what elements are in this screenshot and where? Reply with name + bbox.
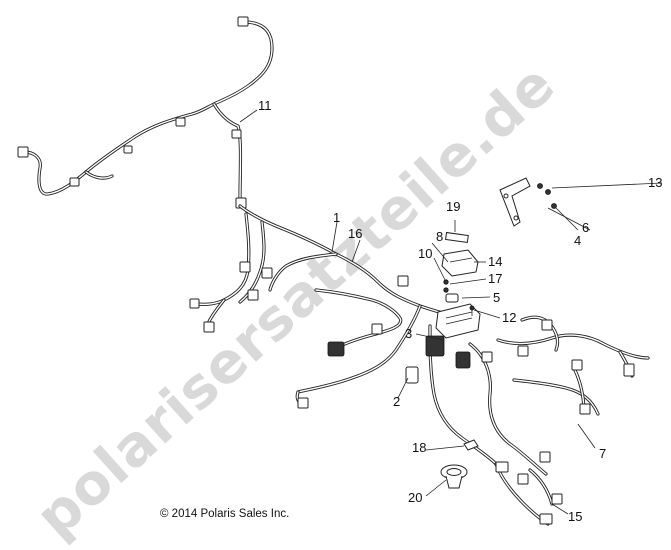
callout-15: 15 <box>568 509 582 524</box>
callout-12: 12 <box>502 310 516 325</box>
callout-7: 7 <box>599 446 606 461</box>
callout-2: 2 <box>393 394 400 409</box>
callout-13: 13 <box>648 175 662 190</box>
callout-4: 4 <box>574 233 581 248</box>
module-part-14 <box>441 249 479 277</box>
main-harness-part-1 <box>189 204 650 526</box>
copyright-text: © 2014 Polaris Sales Inc. <box>160 508 289 520</box>
callout-6: 6 <box>582 220 589 235</box>
bracket-part-4 <box>499 177 531 227</box>
callout-11: 11 <box>258 98 272 113</box>
callout-8: 8 <box>436 229 443 244</box>
label-part-19 <box>444 231 469 244</box>
fuse-box-part-3 <box>425 303 481 357</box>
watermark-text: polarisersatzteile.de <box>24 52 568 550</box>
leader-lines <box>239 109 663 515</box>
fasteners-part-13-6 <box>537 183 557 209</box>
callout-18: 18 <box>412 440 426 455</box>
callout-3: 3 <box>405 326 412 341</box>
callout-1: 1 <box>333 210 340 225</box>
callout-5: 5 <box>493 290 500 305</box>
grommet-part-2 <box>405 366 419 384</box>
rear-harness-part-11 <box>17 16 274 209</box>
callout-labels: 1 2 3 4 5 6 7 8 10 11 12 13 14 15 16 17 … <box>258 98 662 524</box>
boot-part-20 <box>440 464 468 489</box>
callout-19: 19 <box>446 199 460 214</box>
clip-part-18 <box>463 439 479 451</box>
callout-16: 16 <box>348 226 362 241</box>
callout-20: 20 <box>408 490 422 505</box>
callout-17: 17 <box>488 271 502 286</box>
callout-14: 14 <box>488 254 502 269</box>
callout-10: 10 <box>418 246 432 261</box>
